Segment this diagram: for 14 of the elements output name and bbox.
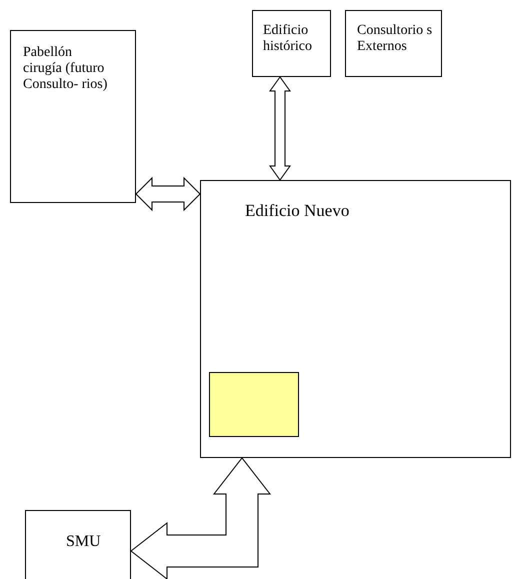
building-box xyxy=(345,10,442,77)
building-box xyxy=(10,30,136,203)
building-box xyxy=(252,10,331,77)
building-name: Edificio Nuevo xyxy=(245,201,350,220)
building-box xyxy=(25,510,131,579)
building-name: Edificio histórico xyxy=(263,23,313,55)
building-name: SMU xyxy=(66,533,102,551)
block-arrow xyxy=(135,176,201,212)
block-arrow xyxy=(130,457,272,579)
block-arrow xyxy=(269,76,291,181)
building-name: Pabellón cirugía (futuro Consulto- rios) xyxy=(23,45,108,93)
building-name: Consultorio s Externos xyxy=(357,23,434,55)
building-box xyxy=(200,180,511,458)
highlight-box xyxy=(209,372,299,437)
